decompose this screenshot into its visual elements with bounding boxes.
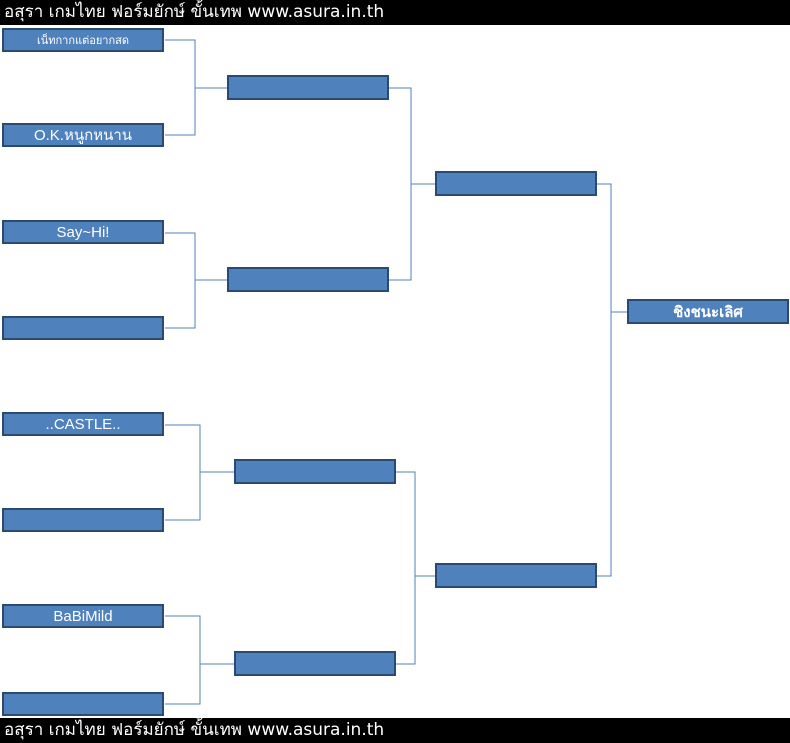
round1-slot-4 xyxy=(2,316,164,340)
round1-slot-2: O.K.หนูกหนาน xyxy=(2,123,164,147)
final-box: ชิงชนะเลิศ xyxy=(627,299,789,324)
banner-text: อสุรา เกมไทย ฟอร์มยักษ์ ขั้นเทพ www.asur… xyxy=(4,2,385,22)
team-name: ..CASTLE.. xyxy=(45,415,121,433)
connector-r1-b xyxy=(165,232,227,329)
connector-r2-b xyxy=(396,471,435,665)
team-name: เน็ทกากแต่อยากสด xyxy=(36,35,129,47)
banner-text: อสุรา เกมไทย ฟอร์มยักษ์ ขั้นเทพ www.asur… xyxy=(4,720,385,740)
round1-slot-7: BaBiMild xyxy=(2,604,164,628)
round1-slot-8 xyxy=(2,692,164,716)
site-banner-bottom: อสุรา เกมไทย ฟอร์มยักษ์ ขั้นเทพ www.asur… xyxy=(0,718,790,743)
round2-slot-1 xyxy=(227,75,389,100)
round1-slot-5: ..CASTLE.. xyxy=(2,412,164,436)
connector-sf xyxy=(597,183,627,577)
site-banner-top: อสุรา เกมไทย ฟอร์มยักษ์ ขั้นเทพ www.asur… xyxy=(0,0,790,25)
team-name: BaBiMild xyxy=(53,607,113,625)
round2-slot-2 xyxy=(227,267,389,292)
round1-slot-6 xyxy=(2,508,164,532)
round2-slot-4 xyxy=(234,651,396,676)
connector-r1-c xyxy=(165,424,234,521)
semifinal-slot-1 xyxy=(435,171,597,196)
team-name: Say~Hi! xyxy=(56,223,110,241)
team-name: O.K.หนูกหนาน xyxy=(33,127,133,144)
semifinal-slot-2 xyxy=(435,563,597,588)
connector-r1-d xyxy=(165,615,234,705)
connector-r2-a xyxy=(389,87,435,281)
round1-slot-3: Say~Hi! xyxy=(2,220,164,244)
round1-slot-1: เน็ทกากแต่อยากสด xyxy=(2,28,164,52)
round2-slot-3 xyxy=(234,459,396,484)
connector-r1-a xyxy=(165,39,227,136)
final-label: ชิงชนะเลิศ xyxy=(673,303,743,321)
